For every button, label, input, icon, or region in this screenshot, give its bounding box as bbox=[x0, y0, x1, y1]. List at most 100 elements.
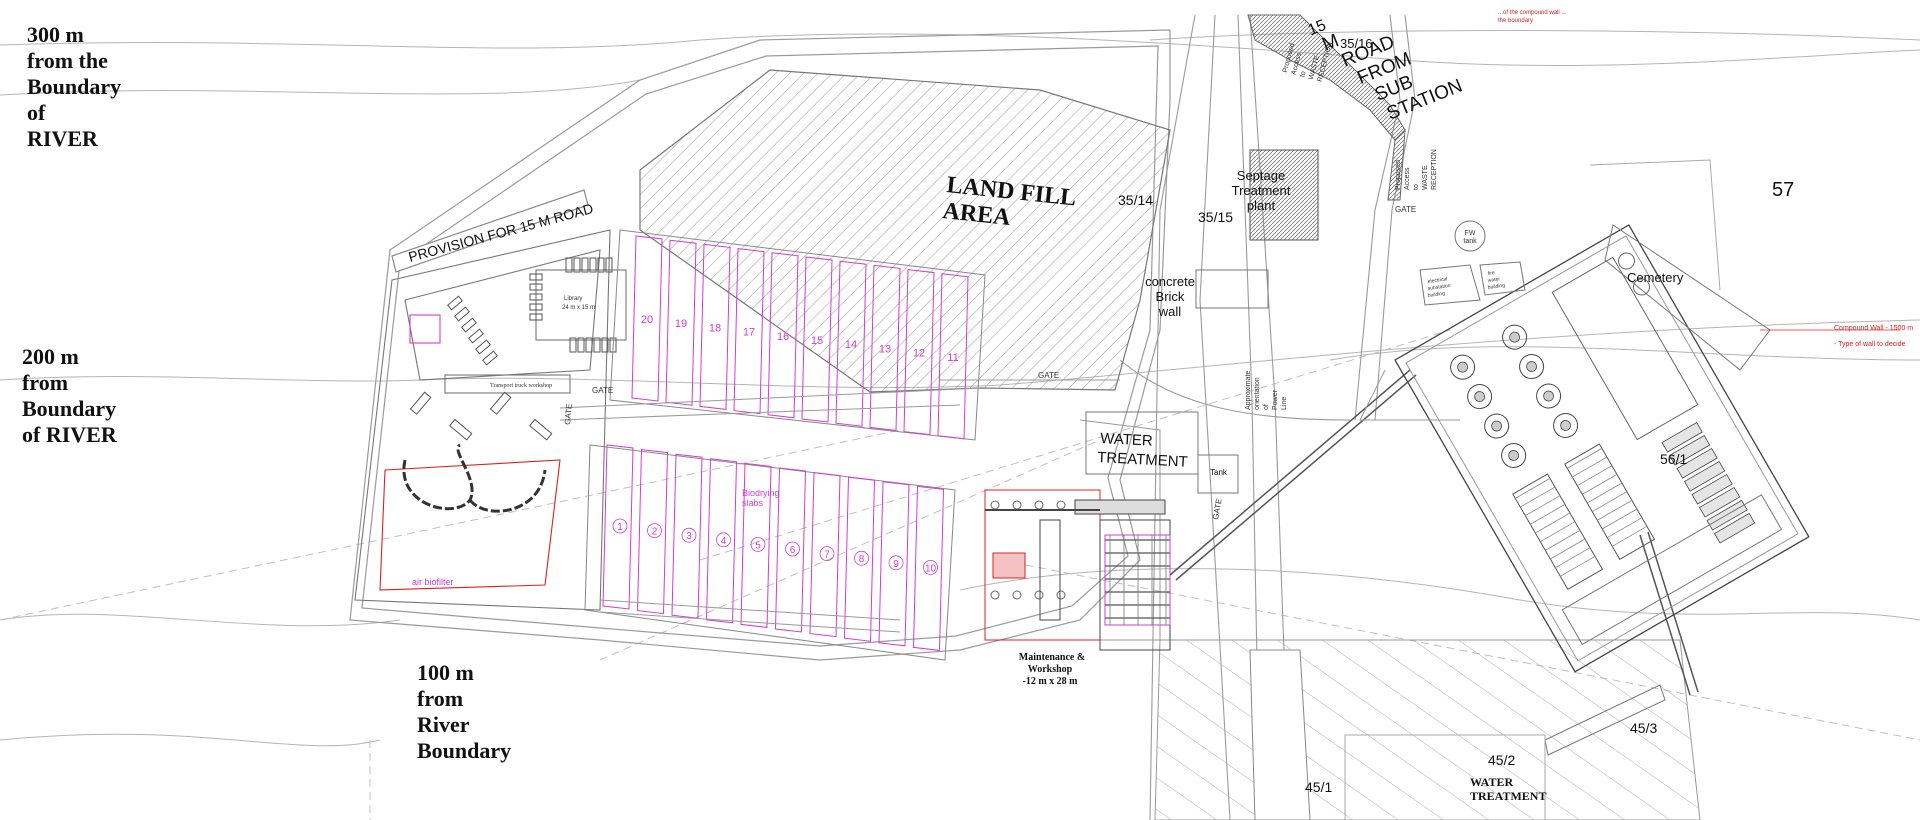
top-note-line1: ...of the compound wall ... bbox=[1498, 10, 1567, 16]
plot-57: 57 bbox=[1772, 179, 1794, 201]
treatment-module bbox=[1713, 512, 1756, 544]
basin-line bbox=[1555, 547, 1591, 569]
treatment-module bbox=[1661, 421, 1703, 453]
basin-line bbox=[1572, 456, 1608, 478]
lower-slab-marker bbox=[819, 546, 835, 561]
access-right-4: RECEPTION bbox=[1431, 149, 1438, 190]
treatment-building bbox=[1561, 494, 1783, 646]
treatment-tank-core bbox=[1509, 331, 1520, 343]
plot-45-1: 45/1 bbox=[1305, 779, 1332, 795]
upper-slab-number: 15 bbox=[811, 335, 823, 347]
substation-road-band bbox=[1247, 14, 1406, 201]
plant-equipment bbox=[990, 590, 1000, 600]
upper-slab-number: 13 bbox=[879, 343, 891, 355]
vehicle bbox=[577, 337, 585, 353]
treatment-tank bbox=[1450, 354, 1476, 380]
upper-slab bbox=[801, 256, 833, 423]
vehicle bbox=[569, 337, 577, 353]
water-treatment-bottom-line1: WATER bbox=[1470, 775, 1513, 789]
treatment-module bbox=[1668, 434, 1711, 466]
tank-label: Tank bbox=[1210, 468, 1228, 477]
upper-slab-number: 12 bbox=[913, 348, 925, 360]
compound-wall-line2: - Type of wall to decide bbox=[1834, 341, 1906, 348]
fire-1: fire bbox=[1487, 270, 1495, 277]
upper-slab bbox=[733, 248, 765, 415]
biodrying-line2: slabs bbox=[742, 498, 764, 508]
treatment-tank bbox=[1553, 412, 1579, 438]
fw-tank-line1: FW bbox=[1465, 230, 1476, 237]
vehicle bbox=[605, 257, 613, 273]
lower-slab-number: 3 bbox=[686, 531, 692, 542]
bottom-hatched-zone bbox=[1154, 639, 1701, 820]
treatment-tank-core bbox=[1508, 450, 1520, 461]
lower-slab-marker bbox=[888, 555, 904, 571]
basin-line bbox=[1520, 486, 1556, 508]
basin-line bbox=[1545, 529, 1581, 551]
treatment-tank bbox=[1502, 324, 1528, 350]
vehicle bbox=[565, 257, 573, 273]
basin-line bbox=[1560, 555, 1596, 577]
maintenance-line1: Maintenance & bbox=[1019, 652, 1085, 663]
compound-wall-line1: Compound Wall - 1500 m bbox=[1834, 325, 1913, 332]
vehicle bbox=[585, 337, 593, 353]
basin-line bbox=[1577, 465, 1613, 487]
lower-slab-number: 5 bbox=[755, 540, 761, 551]
water-treatment-bottom-line2: TREATMENT bbox=[1470, 789, 1546, 803]
plant-equipment bbox=[1034, 590, 1044, 600]
vehicle bbox=[489, 391, 512, 415]
basin-line bbox=[1582, 474, 1618, 495]
vehicle bbox=[454, 306, 470, 322]
vehicle bbox=[601, 337, 609, 353]
plant-equipment bbox=[1039, 519, 1061, 621]
cemetery-label: Cemetery bbox=[1627, 270, 1684, 285]
plot-35-14: 35/14 bbox=[1118, 192, 1153, 208]
conveyor-line bbox=[1169, 369, 1699, 696]
treatment-tank-core bbox=[1474, 391, 1486, 402]
small-buildings bbox=[1085, 159, 1771, 494]
vehicle bbox=[593, 337, 601, 353]
vehicle bbox=[597, 257, 605, 273]
upper-slab-outline bbox=[609, 229, 986, 441]
vehicle bbox=[482, 350, 498, 366]
vehicle bbox=[529, 418, 553, 441]
access-right-2: to bbox=[1413, 184, 1420, 190]
lower-slab-number: 6 bbox=[790, 545, 796, 556]
lower-slab-number: 8 bbox=[859, 554, 865, 565]
fire-2: water bbox=[1487, 276, 1500, 284]
air-biofilter-label: air biofilter bbox=[412, 577, 454, 587]
lower-slab-marker bbox=[854, 550, 869, 566]
vehicle bbox=[573, 257, 581, 273]
vehicle bbox=[589, 257, 597, 273]
lower-slab-marker bbox=[716, 532, 731, 548]
brick-wall-line2: Brick bbox=[1156, 289, 1185, 304]
septage-line3: plant bbox=[1247, 198, 1276, 213]
basin-line bbox=[1607, 517, 1643, 539]
lower-slab-marker bbox=[681, 527, 697, 543]
upper-slab bbox=[767, 252, 799, 419]
lower-slab-number: 2 bbox=[652, 527, 658, 538]
lower-slab bbox=[705, 458, 738, 624]
water-treatment-line2: TREATMENT bbox=[1097, 449, 1188, 471]
gate-label-3: GATE bbox=[1395, 205, 1416, 214]
substation-road-1: M bbox=[1319, 30, 1342, 55]
brick-wall-line1: concrete bbox=[1145, 274, 1195, 289]
upper-slab bbox=[869, 264, 901, 431]
powerline-3: Power bbox=[1272, 389, 1279, 410]
treatment-module bbox=[1683, 460, 1726, 492]
treatment-tank-core bbox=[1543, 390, 1554, 402]
vehicle bbox=[475, 339, 491, 355]
vehicle bbox=[529, 303, 543, 311]
plot-45-2: 45/2 bbox=[1488, 752, 1515, 768]
lower-slab bbox=[636, 449, 669, 615]
basin-line bbox=[1587, 482, 1623, 504]
upper-slab-number: 16 bbox=[777, 331, 789, 343]
septage-line2: Treatment bbox=[1232, 183, 1291, 198]
treatment-module bbox=[1698, 486, 1741, 518]
fw-tank-line2: tank bbox=[1463, 238, 1477, 245]
plant-equipment bbox=[1012, 500, 1022, 510]
upper-slab-number: 14 bbox=[845, 339, 857, 351]
lower-slab-marker bbox=[923, 560, 938, 575]
lower-slab-number: 9 bbox=[893, 559, 899, 570]
access-right-0: Proposed bbox=[1395, 160, 1402, 190]
